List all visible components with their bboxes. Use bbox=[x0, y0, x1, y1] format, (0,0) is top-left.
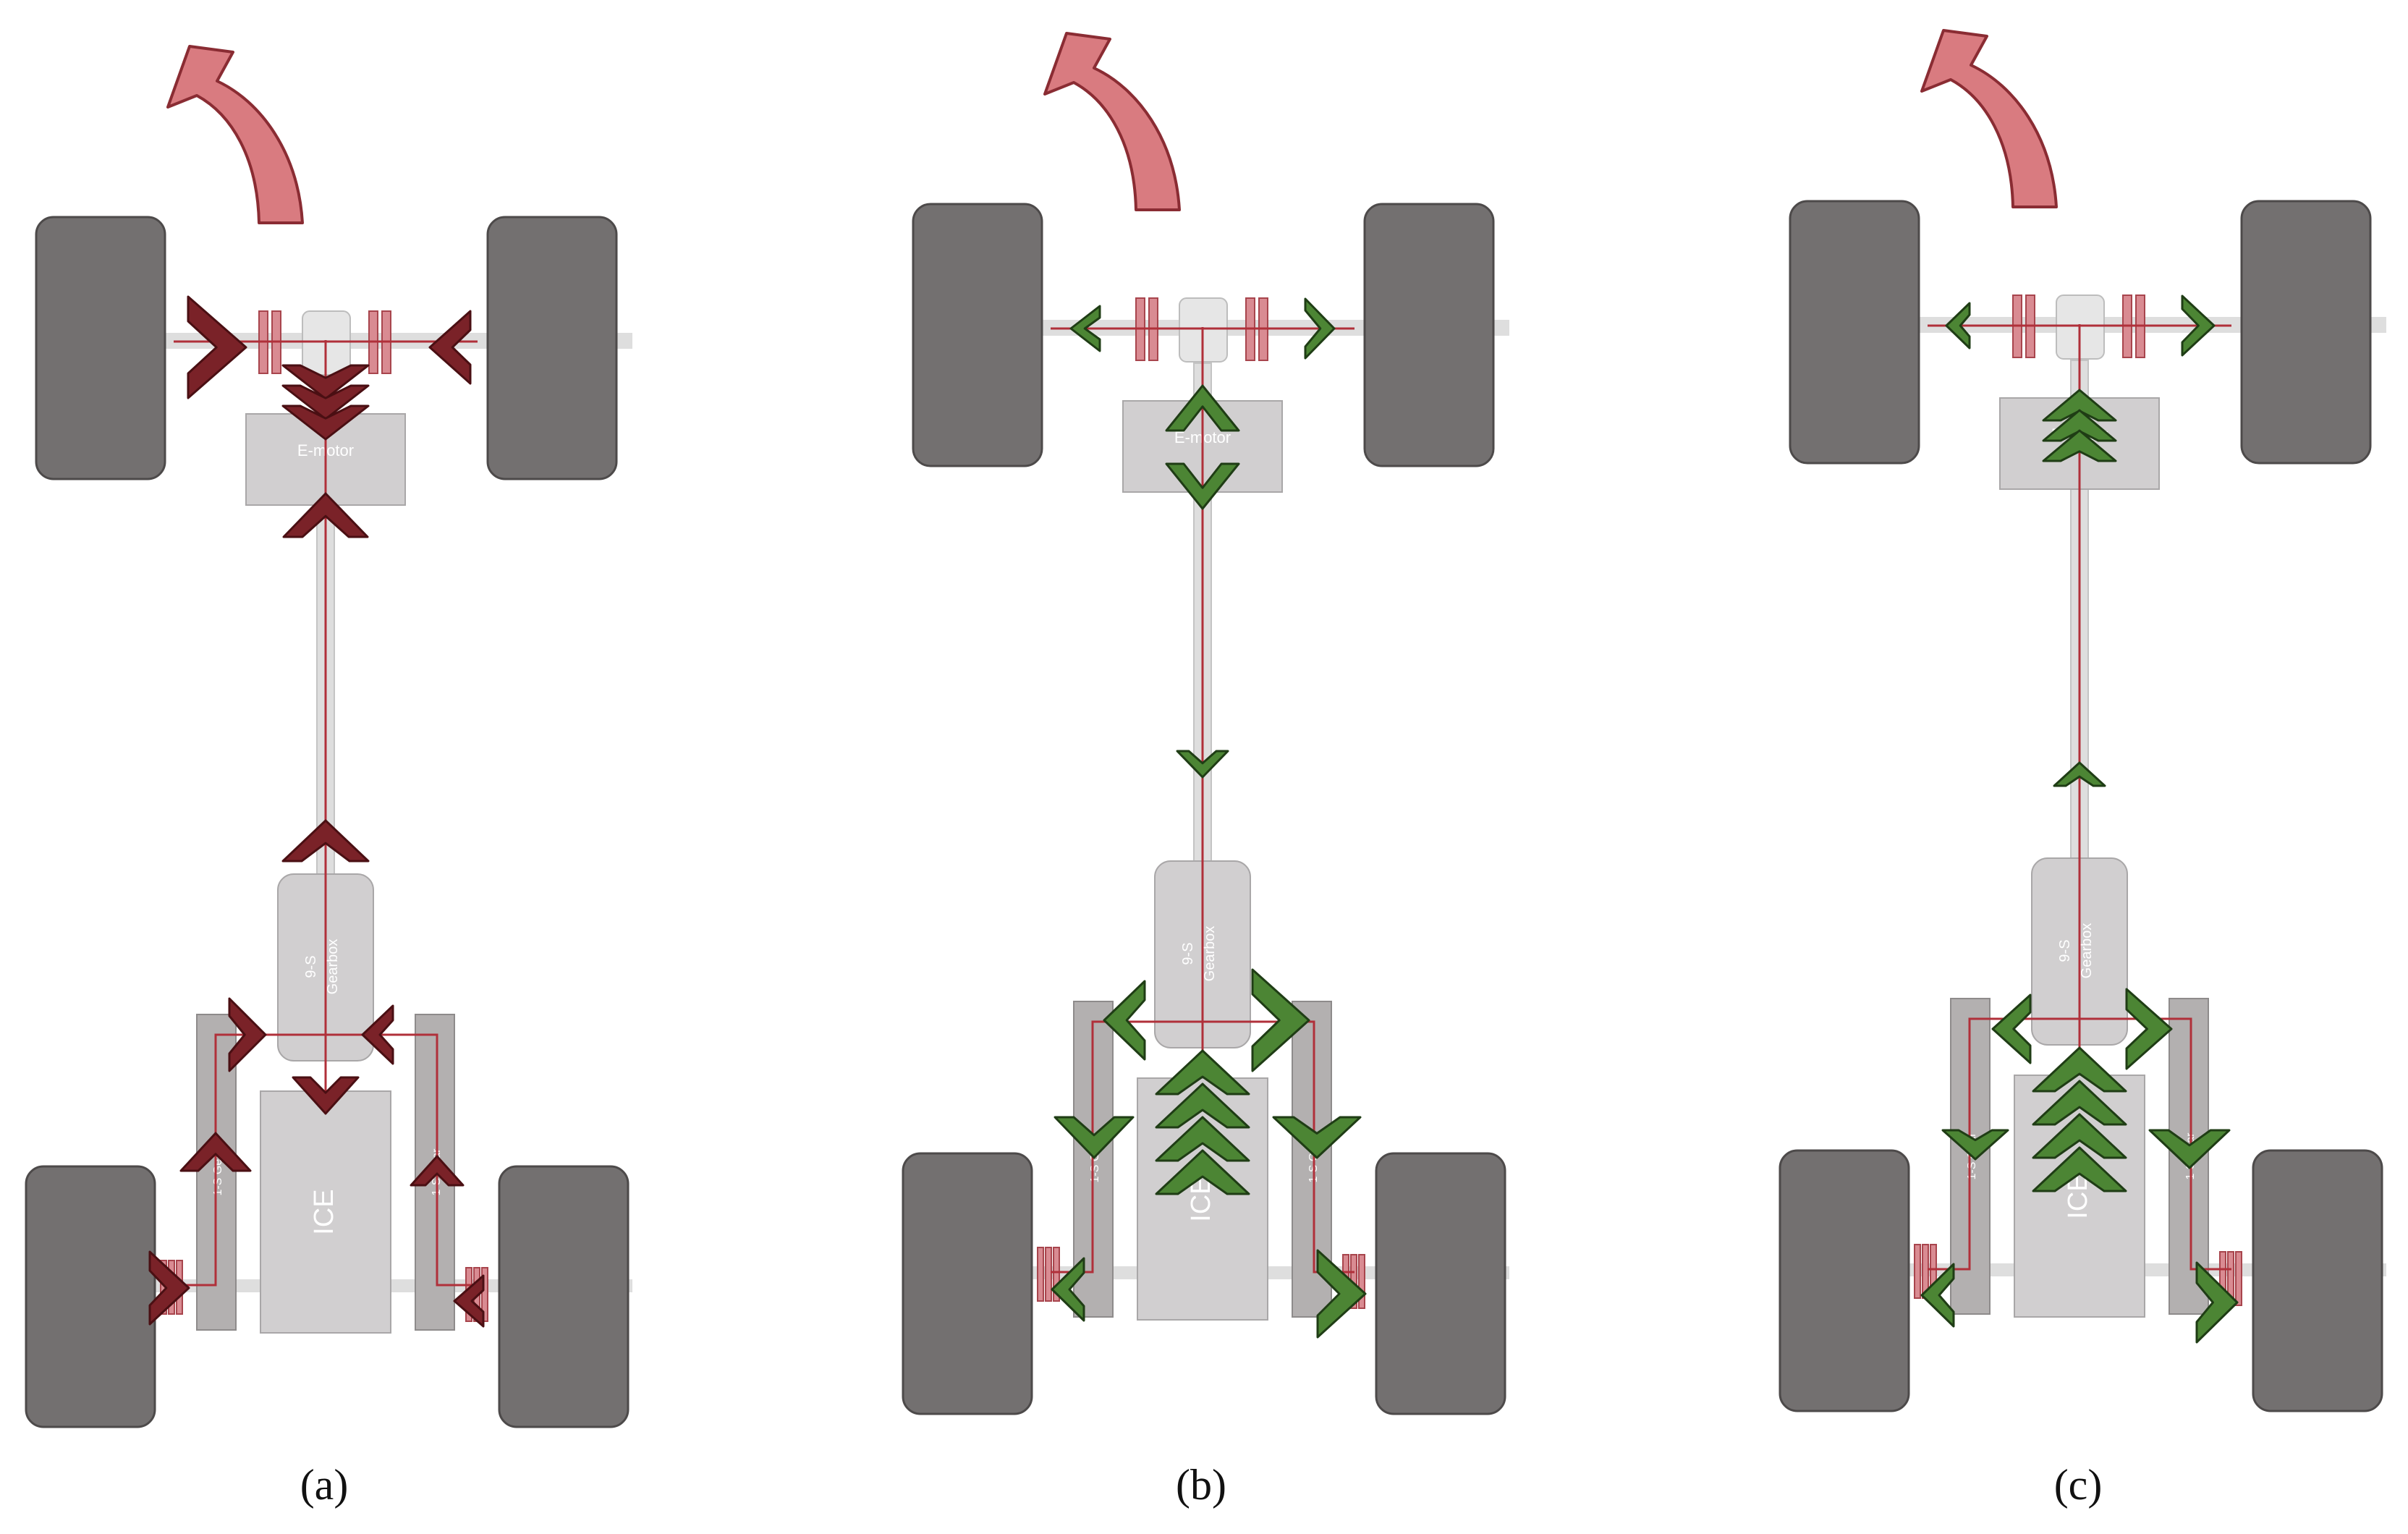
flow-arrow bbox=[1103, 980, 1146, 1061]
flow-arrow bbox=[1941, 1129, 2009, 1161]
flow-arrow bbox=[281, 819, 370, 863]
flow-arrow bbox=[428, 310, 472, 385]
rear-right-wheel bbox=[1375, 1152, 1506, 1415]
flow-arrow bbox=[1051, 1257, 1085, 1322]
turn-direction-arrow bbox=[166, 45, 304, 224]
rear-right-clutch bbox=[1358, 1254, 1365, 1309]
flow-arrow bbox=[148, 1250, 190, 1326]
flow-arrow bbox=[1155, 1116, 1250, 1162]
front-right-wheel bbox=[486, 216, 618, 480]
gearbox-label-line1: 9-S bbox=[2057, 939, 2073, 962]
ice-label: ICE bbox=[309, 1189, 339, 1234]
flow-arrow bbox=[1165, 462, 1240, 510]
flow-arrow bbox=[1155, 1049, 1250, 1096]
flow-arrow bbox=[292, 1076, 360, 1115]
flow-arrow bbox=[2032, 1146, 2127, 1192]
flow-arrow bbox=[282, 492, 369, 538]
flow-arrow bbox=[1251, 968, 1310, 1072]
flow-arrow bbox=[281, 384, 370, 420]
turn-direction-arrow bbox=[1043, 32, 1181, 211]
gearbox-label-line1: 9-S bbox=[303, 955, 319, 978]
flow-arrow bbox=[1272, 1116, 1362, 1159]
flow-arrow bbox=[2032, 1080, 2127, 1126]
flow-arrow bbox=[1316, 1249, 1367, 1339]
panel-caption: (a) bbox=[300, 1461, 349, 1509]
front-left-wheel bbox=[912, 203, 1043, 467]
panel-caption: (b) bbox=[1176, 1461, 1226, 1509]
flow-arrow bbox=[1155, 1149, 1250, 1195]
gearbox-label-line2: Gearbox bbox=[1202, 926, 1218, 982]
flow-arrow bbox=[1155, 1082, 1250, 1129]
flow-arrow bbox=[179, 1132, 252, 1172]
rear-left-clutch bbox=[1914, 1244, 1921, 1299]
front-left-wheel bbox=[1789, 200, 1920, 465]
flow-arrow bbox=[1165, 384, 1240, 432]
front-right-wheel bbox=[1363, 203, 1495, 467]
power-line-rear-left bbox=[174, 1033, 326, 1287]
flow-arrow bbox=[281, 364, 370, 400]
flow-arrow bbox=[228, 997, 267, 1072]
panel-caption: (c) bbox=[2054, 1461, 2103, 1509]
rear-left-clutch bbox=[1037, 1247, 1044, 1302]
flow-arrow bbox=[187, 295, 247, 399]
flow-arrow bbox=[2053, 761, 2106, 787]
flow-arrow bbox=[2042, 429, 2117, 462]
rear-right-wheel bbox=[2252, 1149, 2383, 1412]
flow-arrow bbox=[2181, 294, 2216, 357]
flow-arrow bbox=[1991, 993, 2032, 1064]
flow-arrow bbox=[1054, 1116, 1135, 1159]
flow-arrow bbox=[410, 1155, 465, 1187]
flow-arrow bbox=[2125, 988, 2173, 1070]
flow-arrow bbox=[361, 1004, 394, 1065]
flow-arrow bbox=[1920, 1263, 1955, 1328]
gearbox-label-line1: 9-S bbox=[1180, 942, 1196, 965]
ice-box bbox=[260, 1090, 391, 1334]
flow-arrow bbox=[1069, 305, 1101, 352]
flow-arrow bbox=[1176, 750, 1229, 779]
flow-arrow bbox=[2195, 1261, 2239, 1344]
flow-arrow bbox=[2032, 1046, 2127, 1093]
front-left-wheel bbox=[35, 216, 166, 480]
rear-right-clutch bbox=[2235, 1251, 2242, 1306]
flow-arrow bbox=[453, 1274, 485, 1328]
rear-left-clutch bbox=[1045, 1247, 1052, 1302]
rear-left-wheel bbox=[1779, 1149, 1910, 1412]
front-right-wheel bbox=[2240, 200, 2372, 465]
flow-arrow bbox=[1304, 297, 1336, 360]
gearbox-label-line2: Gearbox bbox=[2079, 923, 2095, 979]
turn-direction-arrow bbox=[1920, 29, 2058, 208]
flow-arrow bbox=[2148, 1129, 2231, 1169]
rear-left-wheel bbox=[902, 1152, 1033, 1415]
flow-arrow bbox=[281, 404, 370, 441]
flow-arrow bbox=[1945, 302, 1971, 349]
rear-left-wheel bbox=[25, 1165, 156, 1428]
gearbox-label-line2: Gearbox bbox=[325, 939, 341, 995]
rear-left-clutch bbox=[1053, 1247, 1060, 1302]
flow-arrow bbox=[2032, 1113, 2127, 1159]
rear-right-wheel bbox=[498, 1165, 629, 1428]
rear-right-clutch bbox=[481, 1267, 488, 1322]
